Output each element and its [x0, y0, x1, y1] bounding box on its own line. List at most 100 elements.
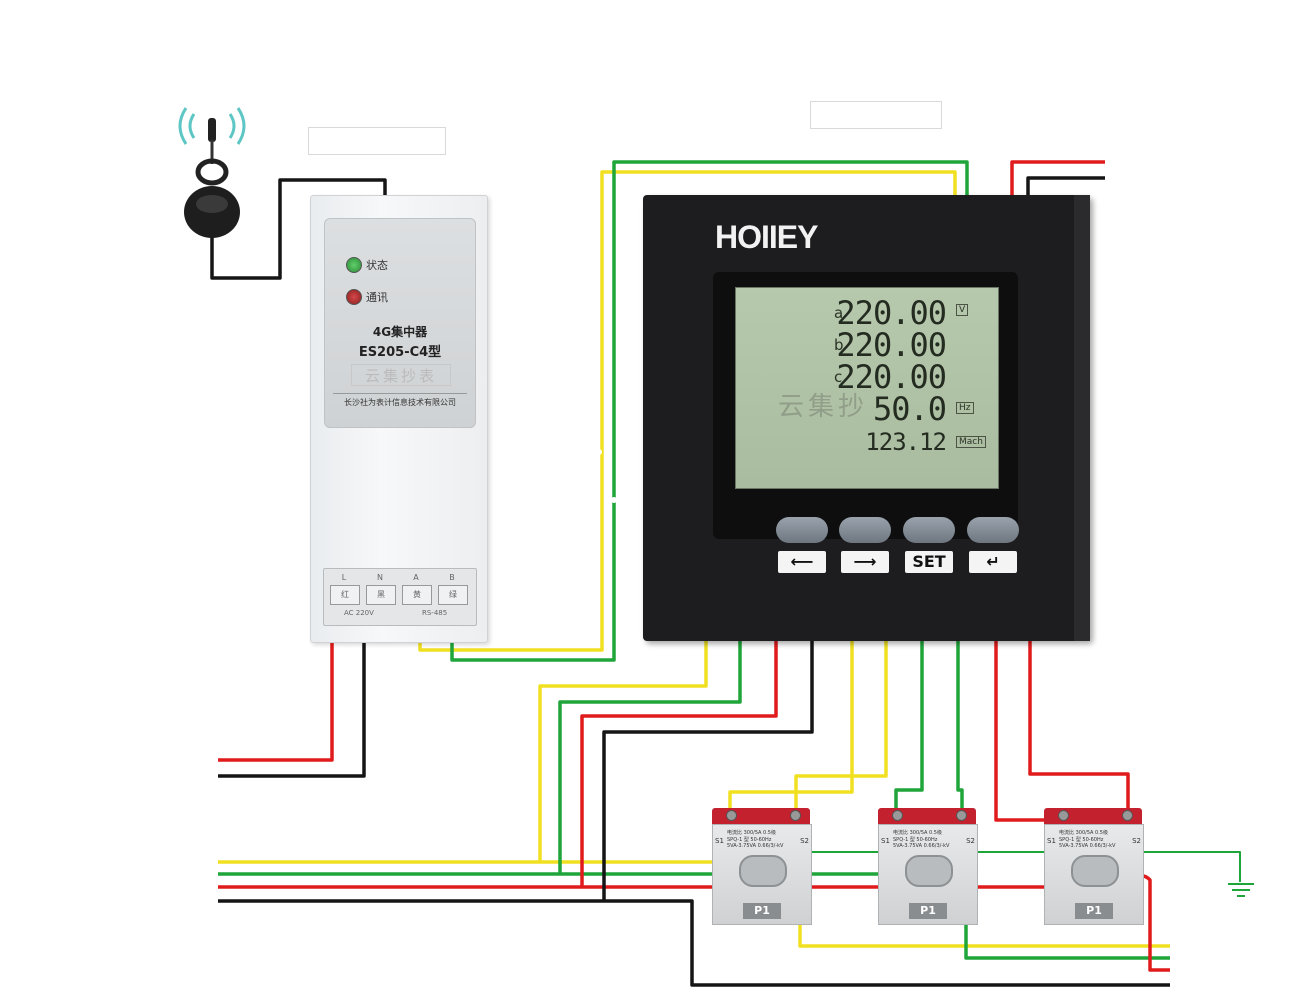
ground-icon	[1228, 883, 1254, 897]
ct-screw-s2	[956, 810, 967, 821]
frequency-unit: Hz	[956, 402, 974, 414]
terminal-L: 红	[330, 585, 360, 605]
ct-s1-label: S1	[1047, 837, 1056, 845]
concentrator-label-box	[308, 127, 446, 155]
voltage-unit: V	[956, 304, 969, 316]
key-label-left-arrow: ⟵	[778, 551, 826, 573]
wire-meter-supply-red	[1010, 160, 1105, 195]
status-led-label: 状态	[366, 259, 388, 272]
ct-s2-label: S2	[966, 837, 975, 845]
ct-spec-model: SPQ-1 型 50-60Hz	[727, 837, 772, 843]
lcd-watermark: 云集抄	[778, 392, 869, 422]
meter-display-bezel: a 220.00 V b 220.00 c 220.00 50.0 Hz 123…	[713, 272, 1018, 539]
meter-button-set[interactable]	[903, 517, 955, 543]
concentrator-company: 长沙社为表计信息技术有限公司	[333, 393, 467, 408]
ct2-s1	[894, 641, 924, 810]
terminal-label-A: A	[413, 573, 419, 582]
key-label-set: SET	[905, 551, 953, 573]
ct-s2-label: S2	[1132, 837, 1141, 845]
ct3-s2	[1028, 641, 1130, 810]
ct-spec-model: SPQ-1 型 50-60Hz	[1059, 837, 1104, 843]
comm-led-icon	[346, 289, 362, 305]
ct-spec-rating: 5VA-3.75VA 0.66/3/-kV	[893, 843, 950, 849]
concentrator-model: ES205-C4型	[358, 345, 442, 360]
terminal-label-L: L	[341, 573, 347, 582]
phase-c-voltage: 220.00	[836, 358, 947, 396]
ct-body: S1 S2 电流比 300/5A 0.5级 SPQ-1 型 50-60Hz 5V…	[712, 824, 812, 925]
bus-green-out	[964, 924, 1170, 960]
ct-p1-label: P1	[909, 903, 947, 919]
count-value: 123.12	[865, 428, 947, 456]
phase-b-label: b	[834, 336, 844, 354]
ct2-s2	[956, 641, 964, 810]
ct1-s2	[794, 641, 888, 810]
concentrator-name: 4G集中器	[372, 325, 428, 339]
ct-s2-label: S2	[800, 837, 809, 845]
key-label-right-arrow: ⟶	[841, 551, 889, 573]
ct-spec-rating: 5VA-3.75VA 0.66/3/-kV	[1059, 843, 1116, 849]
vsample-green	[558, 641, 742, 874]
wire-485-B	[450, 160, 969, 662]
comm-led-label: 通讯	[366, 291, 388, 304]
phase-c-label: c	[834, 368, 843, 386]
ct-p1-label: P1	[1075, 903, 1113, 919]
ct-screw-s1	[892, 810, 903, 821]
ct-spec-model: SPQ-1 型 50-60Hz	[893, 837, 938, 843]
current-transformer-a: S1 S2 电流比 300/5A 0.5级 SPQ-1 型 50-60Hz 5V…	[712, 808, 812, 925]
ct-spec-ratio: 电流比 300/5A 0.5级	[727, 830, 776, 836]
ct-body: S1 S2 电流比 300/5A 0.5级 SPQ-1 型 50-60Hz 5V…	[1044, 824, 1144, 925]
wire-conc-L	[218, 641, 334, 762]
vsample-yellow	[538, 641, 708, 862]
current-transformer-b: S1 S2 电流比 300/5A 0.5级 SPQ-1 型 50-60Hz 5V…	[878, 808, 978, 925]
terminal-B: 绿	[438, 585, 468, 605]
power-meter: HOIIEY a 220.00 V b 220.00 c 220.00 50.0…	[643, 195, 1090, 641]
concentrator-terminal-block: L N A B 红 黑 黄 绿 AC 220V RS-485	[323, 568, 477, 626]
meter-label-box	[810, 101, 942, 129]
ct1-s1	[728, 641, 854, 810]
terminal-spec-rs485: RS-485	[422, 609, 448, 617]
ct-p1-label: P1	[743, 903, 781, 919]
meter-button-enter[interactable]	[967, 517, 1019, 543]
phase-b-voltage: 220.00	[836, 326, 947, 364]
ct-s1-label: S1	[715, 837, 724, 845]
wire-conc-N	[218, 641, 366, 778]
ct-core-hole	[739, 855, 787, 887]
ct-screw-s1	[1058, 810, 1069, 821]
frequency-value: 50.0	[872, 390, 947, 428]
key-label-enter: ↵	[969, 551, 1017, 573]
ct-core-hole	[1071, 855, 1119, 887]
phase-a-voltage: 220.00	[836, 294, 947, 332]
meter-button-right[interactable]	[839, 517, 891, 543]
terminal-N: 黑	[366, 585, 396, 605]
current-transformer-c: S1 S2 电流比 300/5A 0.5级 SPQ-1 型 50-60Hz 5V…	[1044, 808, 1144, 925]
terminal-A: 黄	[402, 585, 432, 605]
concentrator-watermark: 云集抄表	[351, 364, 451, 386]
ct-body: S1 S2 电流比 300/5A 0.5级 SPQ-1 型 50-60Hz 5V…	[878, 824, 978, 925]
ct-spec-ratio: 电流比 300/5A 0.5级	[1059, 830, 1108, 836]
status-led-icon	[346, 257, 362, 273]
ct-screw-s2	[790, 810, 801, 821]
concentrator-front-panel: 状态 通讯 4G集中器 ES205-C4型 云集抄表 长沙社为表计信息技术有限公…	[324, 218, 476, 428]
wire-junction-dot	[596, 449, 602, 455]
ct-spec-rating: 5VA-3.75VA 0.66/3/-kV	[727, 843, 784, 849]
antenna-cable	[210, 178, 387, 280]
vsample-black	[602, 641, 814, 901]
wire-meter-supply-black	[1026, 176, 1105, 195]
wire-junction-dot	[611, 497, 617, 503]
terminal-spec-power: AC 220V	[344, 609, 374, 617]
ct-core-hole	[905, 855, 953, 887]
bus-black	[218, 899, 1170, 987]
ct-s1-label: S1	[881, 837, 890, 845]
phase-a-label: a	[834, 304, 844, 322]
terminal-label-B: B	[449, 573, 455, 582]
meter-lcd-screen: a 220.00 V b 220.00 c 220.00 50.0 Hz 123…	[735, 287, 999, 489]
ct-screw-s1	[726, 810, 737, 821]
meter-button-left[interactable]	[776, 517, 828, 543]
4g-concentrator: 状态 通讯 4G集中器 ES205-C4型 云集抄表 长沙社为表计信息技术有限公…	[310, 195, 488, 643]
count-unit: Mach	[956, 436, 986, 448]
vsample-red	[580, 641, 778, 887]
antenna-icon	[178, 107, 246, 238]
ct-spec-ratio: 电流比 300/5A 0.5级	[893, 830, 942, 836]
bus-yellow-out	[798, 924, 1170, 948]
